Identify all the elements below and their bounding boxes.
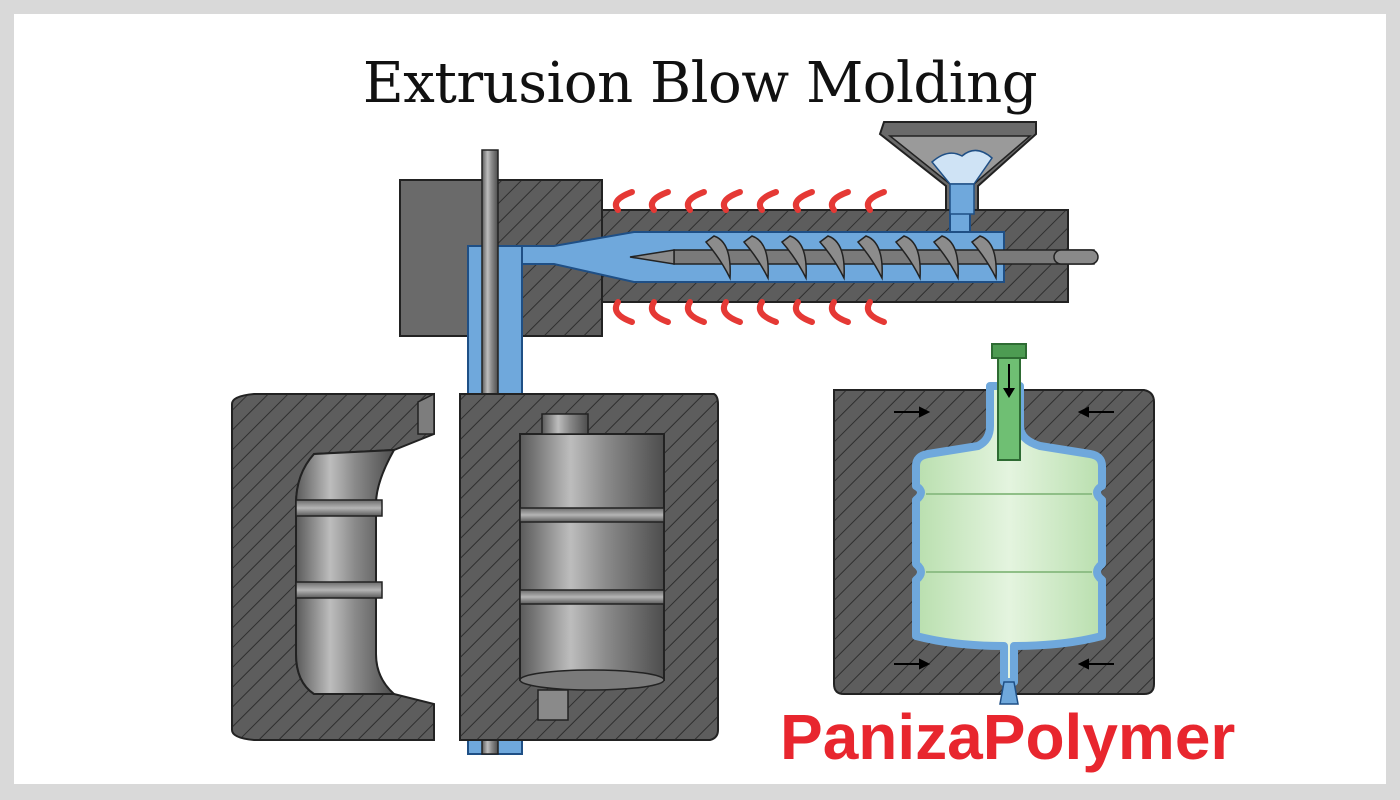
blow-pin <box>997 343 1021 461</box>
brand-logo-text: PanizaPolymer <box>780 701 1236 773</box>
mold-half-right <box>459 393 719 741</box>
heater-bands-top <box>612 189 887 213</box>
extrusion-blow-molding-diagram <box>231 121 1155 755</box>
hopper-icon <box>878 121 1037 215</box>
mold-half-left <box>231 392 435 741</box>
closed-mold <box>833 343 1155 705</box>
heater-bands-bottom <box>612 299 887 325</box>
diagram-title: Extrusion Blow Molding <box>362 51 1038 116</box>
screw-icon <box>629 235 1099 281</box>
double-arrow-icon <box>894 406 1114 670</box>
diagram-canvas: Extrusion Blow Molding <box>14 14 1386 784</box>
